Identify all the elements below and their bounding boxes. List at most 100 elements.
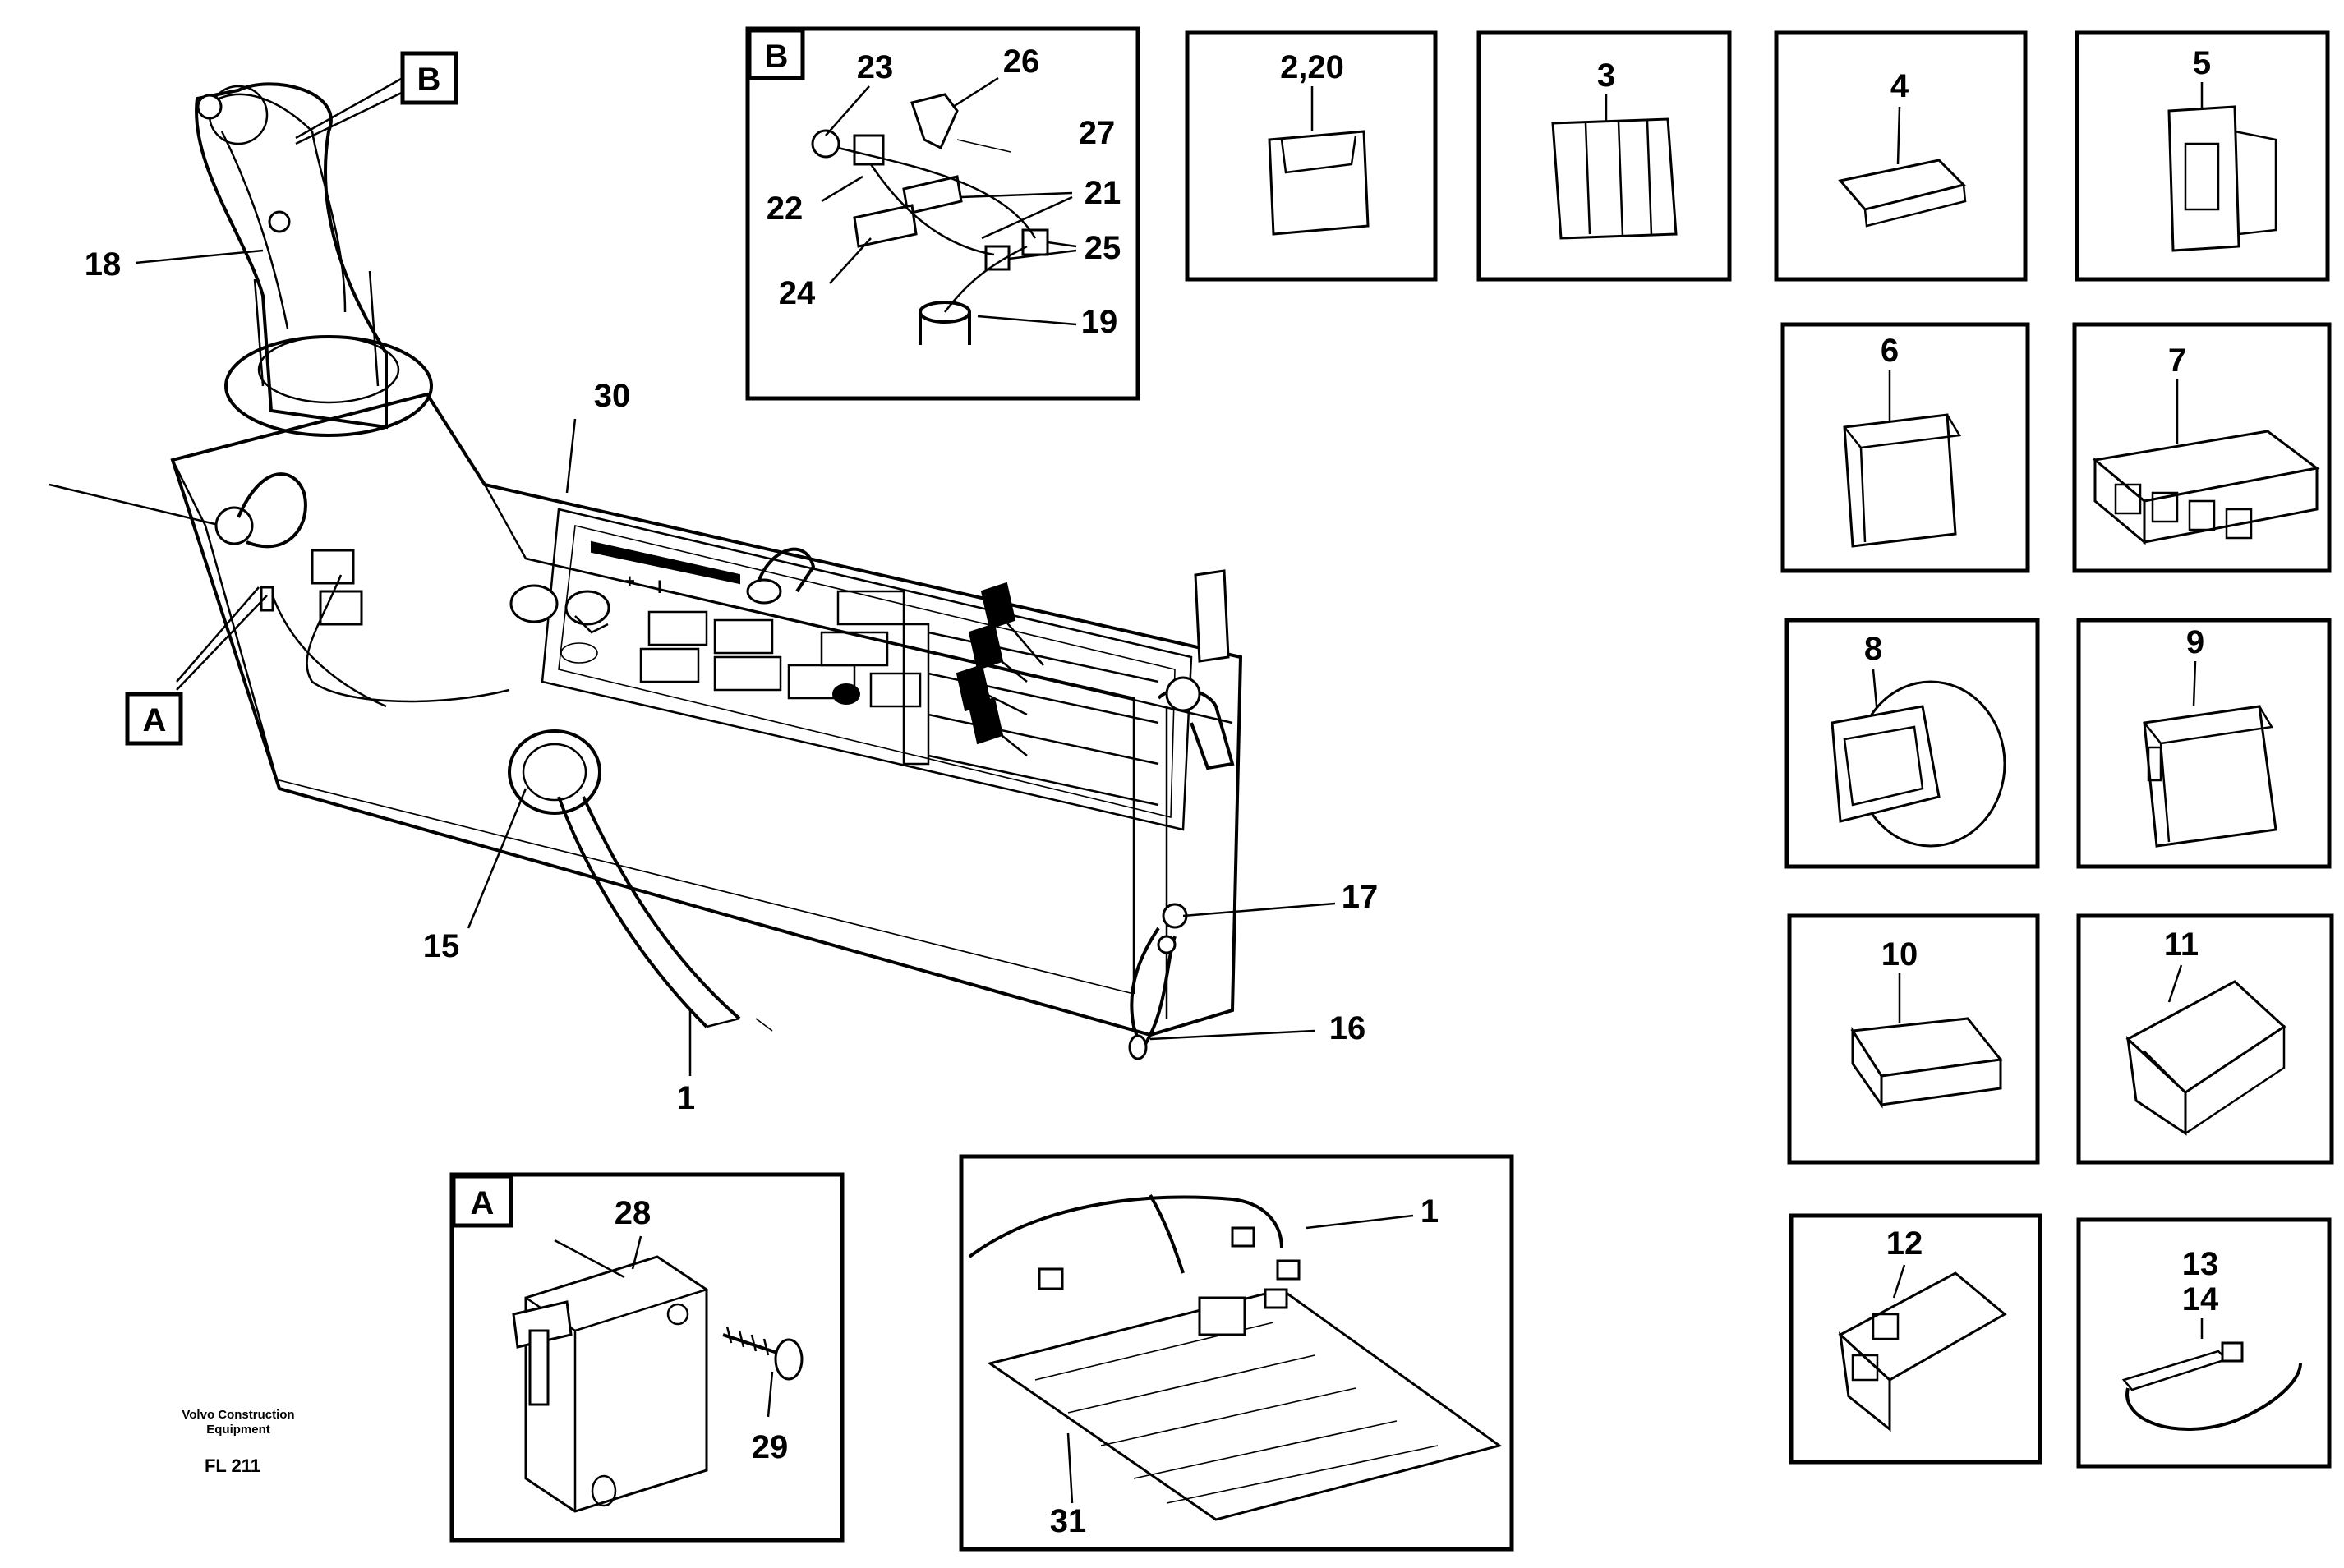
- console-front-edge: [525, 557, 1135, 994]
- part-tile-10-frame: [1787, 913, 2040, 1165]
- detail-B-inset-tag-text: B: [765, 39, 789, 75]
- callout-16: 16: [1329, 1010, 1366, 1046]
- leader-23: [825, 85, 870, 136]
- switch-knob: [832, 683, 860, 705]
- clip-17b: [1157, 935, 1177, 954]
- relay-socket-top: [1280, 135, 1357, 174]
- panel-handle-end: [746, 578, 782, 605]
- switch-1: [647, 610, 708, 646]
- board-harness: [968, 1194, 1283, 1274]
- part-tile-5: 5: [2075, 30, 2330, 282]
- part-tile-6-frame: [1780, 322, 2030, 573]
- relay-housing-edges: [1844, 414, 1962, 543]
- quad-cell-2: [2151, 491, 2179, 523]
- leader-26: [952, 76, 999, 108]
- part-tile-13-14-frame: [2076, 1217, 2332, 1469]
- part-22: [853, 134, 885, 166]
- part-tile-6-label: 6: [1881, 333, 1899, 369]
- detail-A-inset-tag-text: A: [471, 1185, 495, 1221]
- console-left-edge: [171, 459, 281, 789]
- part-tile-11: 11: [2076, 913, 2334, 1165]
- callout-24: 24: [779, 275, 816, 311]
- multi-pin-housing: [1551, 117, 1678, 240]
- switch-grid: [639, 590, 922, 708]
- lever-1: [980, 582, 1016, 630]
- callout-19: 19: [1081, 304, 1118, 340]
- leader-18: [135, 249, 264, 264]
- part-23: [811, 129, 840, 159]
- left-lever-rod: [48, 483, 223, 527]
- circuit-board-inset: 1 31: [959, 1154, 1514, 1552]
- left-plug: [260, 586, 274, 612]
- round-socket-body: [1831, 705, 1941, 823]
- harness-1-dash: [755, 1018, 773, 1032]
- latch-window: [2184, 142, 2220, 211]
- part-tile-4: 4: [1774, 30, 2028, 282]
- flat-connector-front: [1880, 1058, 2002, 1106]
- part-tile-7-label: 7: [2168, 343, 2186, 379]
- part-28-bottom-hole: [591, 1474, 617, 1507]
- left-connector-lower: [319, 590, 363, 626]
- part-31-board: [987, 1288, 1503, 1521]
- part-28-module: [524, 1255, 708, 1513]
- quad-cell-3: [2188, 499, 2216, 531]
- wedge-cell-2: [1851, 1354, 1879, 1382]
- leader-16: [1149, 1029, 1315, 1041]
- panel-knob-left: [509, 584, 559, 623]
- callout-27: 27: [1079, 115, 1116, 151]
- part-tile-12-leader: [1892, 1264, 1906, 1299]
- lever-stems: [977, 607, 1044, 756]
- switch-8: [869, 672, 922, 708]
- part-tile-12-frame: [1789, 1213, 2042, 1465]
- callout-1b: 1: [1421, 1193, 1439, 1230]
- part-tile-9: 9: [2076, 618, 2332, 869]
- right-post: [1194, 569, 1230, 663]
- callout-25: 25: [1085, 230, 1121, 266]
- cable-tie: [2125, 1363, 2302, 1431]
- switch-7: [820, 631, 889, 667]
- part-tile-4-frame: [1774, 30, 2028, 282]
- part-29-head: [774, 1338, 804, 1381]
- detail-B-inset: B 23 26 27 22 21 24 25 19: [745, 26, 1140, 401]
- leader-31: [1066, 1432, 1074, 1504]
- part-27: [956, 139, 1011, 153]
- panel-knob-right: [564, 590, 610, 626]
- multi-pin-cells: [1584, 120, 1653, 237]
- leader-17: [1182, 902, 1336, 917]
- harness-1-end: [706, 1017, 740, 1028]
- quad-cell-1: [2114, 483, 2142, 515]
- part-tile-4-leader: [1896, 106, 1901, 165]
- callout-22: 22: [767, 191, 804, 227]
- part-tile-7-frame: [2072, 322, 2332, 573]
- part-tile-9-leader: [2192, 660, 2197, 707]
- plug-16: [1128, 1034, 1148, 1060]
- angled-housing-edges: [2144, 1024, 2286, 1135]
- diagram-code: FL 211: [205, 1455, 260, 1476]
- lever-scale: [902, 623, 930, 766]
- console-outline: [170, 392, 1243, 1037]
- part-tile-10-label: 10: [1881, 936, 1918, 973]
- part-19: [919, 312, 971, 345]
- detail-B-frame: [745, 26, 1140, 401]
- leader-21: [960, 191, 1073, 240]
- detail-A-inset-tag: [451, 1174, 513, 1228]
- right-handle-knob: [1165, 676, 1201, 712]
- panel-key: [574, 615, 609, 634]
- board-plug-2: [1231, 1226, 1255, 1248]
- part-tile-2-20: 2,20: [1185, 30, 1438, 282]
- callout-30: 30: [594, 378, 631, 414]
- console-top-panel-inner: [558, 525, 1176, 819]
- part-tile-3: 3: [1476, 30, 1732, 282]
- joystick-top-connector: [196, 94, 223, 120]
- cable-tie-head: [2221, 1341, 2244, 1363]
- part-tile-8-frame: [1784, 618, 2040, 869]
- two-pin-connector-side: [1863, 184, 1967, 228]
- detail-A-inset: A 28 29: [449, 1172, 845, 1543]
- part-tile-13-14: 13 14: [2076, 1217, 2332, 1469]
- leader-28: [631, 1235, 642, 1270]
- part-26: [910, 93, 959, 150]
- brand-line-2: Equipment: [206, 1423, 270, 1437]
- switch-4: [713, 655, 782, 692]
